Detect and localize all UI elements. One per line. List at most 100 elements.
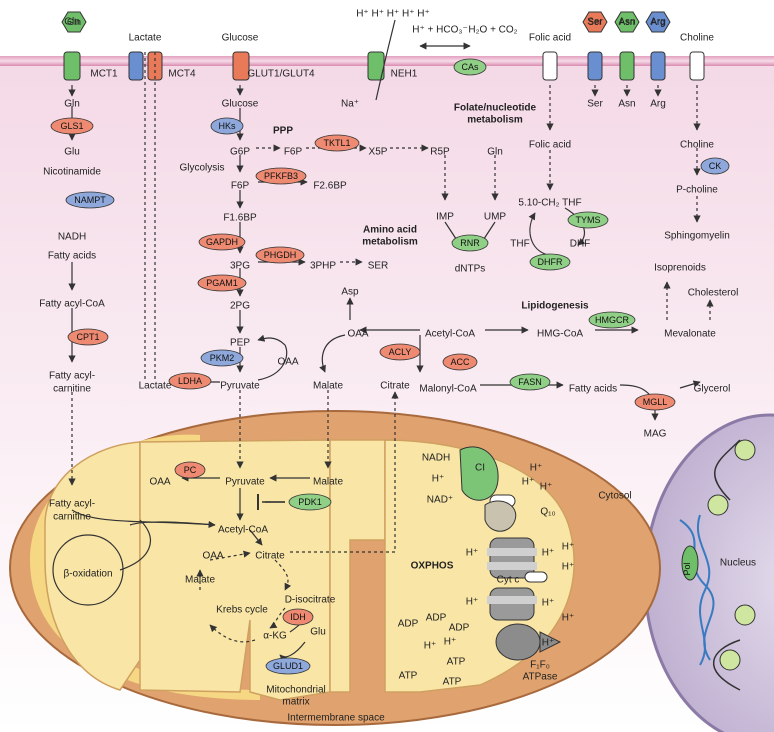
enzyme-phgdh: PHGDH xyxy=(255,246,305,264)
enzyme-nampt: NAMPT xyxy=(65,191,115,209)
label-h-hco3: H⁺ + HCO₃⁻ xyxy=(412,25,467,36)
enzyme-pkm2: PKM2 xyxy=(200,349,244,367)
label-d-isocitrate: D-isocitrate xyxy=(285,595,336,606)
label-nadh-ox: NADH xyxy=(422,453,450,464)
label-glucose: Glucose xyxy=(222,99,259,110)
label-choline-top: Choline xyxy=(680,33,714,44)
label-ser: SER xyxy=(368,261,389,272)
label-nad: NAD⁺ xyxy=(427,495,453,506)
enzyme-glud1: GLUD1 xyxy=(265,657,311,675)
label-fatty-acids: Fatty acids xyxy=(48,251,96,262)
oxphos-complexes xyxy=(459,446,562,661)
plasma-membrane xyxy=(0,56,774,66)
enzyme-pdk1: PDK1 xyxy=(288,493,332,511)
label-h-ox6: H⁺ xyxy=(542,548,555,559)
label-akg: α-KG xyxy=(263,631,287,642)
label-f26bp: F2.6BP xyxy=(313,181,347,192)
label-asp: Asp xyxy=(341,287,359,298)
label-fatty-acyl-coa: Fatty acyl-CoA xyxy=(39,299,105,310)
label-pyruvate: Pyruvate xyxy=(220,381,260,392)
enzyme-rnr-label: RNR xyxy=(460,238,480,248)
label-3php: 3PHP xyxy=(310,261,336,272)
label-p-choline: P-choline xyxy=(676,185,718,196)
hex-arg-label: Arg xyxy=(651,17,665,27)
label-amino-title-2: metabolism xyxy=(362,237,418,248)
label-h-ox11: H⁺ xyxy=(562,613,575,624)
label-glucose-top: Glucose xyxy=(222,33,259,44)
enzyme-pc-label: PC xyxy=(184,465,197,475)
label-h-ox10: H⁺ xyxy=(542,598,555,609)
label-asn-top: Asn xyxy=(618,17,635,28)
label-cholesterol: Cholesterol xyxy=(688,288,739,299)
enzyme-gapdh: GAPDH xyxy=(198,233,246,251)
enzyme-dhfr: DHFR xyxy=(529,253,571,271)
label-mag: MAG xyxy=(644,429,667,440)
label-adp3: ADP xyxy=(449,623,470,634)
label-ump: UMP xyxy=(484,212,507,223)
label-lipidogenesis: Lipidogenesis xyxy=(521,301,589,312)
label-folic-acid: Folic acid xyxy=(529,140,571,151)
label-fatty-acyl-mito: Fatty acyl- xyxy=(49,499,95,510)
enzyme-cas-label: CAs xyxy=(461,62,479,72)
enzyme-pfkfb3-label: PFKFB3 xyxy=(264,171,298,181)
label-fatty-acids-2: Fatty acids xyxy=(569,384,617,395)
pol-enzyme xyxy=(681,545,699,581)
enzyme-nampt-label: NAMPT xyxy=(74,195,106,205)
enzyme-pol-label: Pol xyxy=(682,562,692,575)
enzyme-rnr: RNR xyxy=(451,234,489,252)
enzyme-gapdh-label: GAPDH xyxy=(206,237,238,247)
enzyme-ck: CK xyxy=(700,157,730,175)
enzyme-phgdh-label: PHGDH xyxy=(264,250,297,260)
enzyme-cpt1: CPT1 xyxy=(67,328,109,346)
label-glu-mito: Glu xyxy=(310,627,326,638)
label-h-ox13: H⁺ xyxy=(444,637,457,648)
label-intermembrane: Intermembrane space xyxy=(287,713,385,724)
label-h-ox3: H⁺ xyxy=(522,477,535,488)
label-malonyl-coa: Malonyl-CoA xyxy=(419,384,477,395)
label-h-ox9: H⁺ xyxy=(466,597,479,608)
enzyme-hmgcr: HMGCR xyxy=(588,311,636,329)
label-pep: PEP xyxy=(230,338,250,349)
label-beta-ox: β-oxidation xyxy=(63,569,112,580)
label-malate-cyt: Malate xyxy=(313,381,343,392)
label-oxphos: OXPHOS xyxy=(411,561,454,572)
enzyme-cas: CAs xyxy=(453,58,487,76)
label-ci: CI xyxy=(475,463,485,474)
enzyme-pgam1: PGAM1 xyxy=(197,274,247,292)
enzyme-ldha: LDHA xyxy=(168,372,212,390)
hex-gln-label: Gln xyxy=(67,17,81,27)
label-imp: IMP xyxy=(436,212,454,223)
label-f6p-ppp: F6P xyxy=(284,147,303,158)
label-krebs: Krebs cycle xyxy=(216,605,268,616)
label-sphingomyelin: Sphingomyelin xyxy=(664,231,730,242)
label-h-ox5: H⁺ xyxy=(466,548,479,559)
label-choline: Choline xyxy=(680,140,714,151)
label-thf: THF xyxy=(510,239,529,250)
label-nadh: NADH xyxy=(58,232,86,243)
enzyme-pgam1-label: PGAM1 xyxy=(206,278,238,288)
enzyme-fasn-label: FASN xyxy=(518,377,542,387)
enzyme-pc: PC xyxy=(174,461,206,479)
label-f16bp: F1.6BP xyxy=(223,213,257,224)
label-mito-matrix-2: matrix xyxy=(282,697,309,708)
label-malate-mito: Malate xyxy=(313,477,343,488)
label-h-ions: H⁺ H⁺ H⁺ H⁺ H⁺ xyxy=(356,9,430,20)
label-q10: Q₁₀ xyxy=(540,507,555,518)
label-r5p: R5P xyxy=(430,147,450,158)
enzyme-mgll-label: MGLL xyxy=(643,397,668,407)
label-oaa-mito: OAA xyxy=(149,477,170,488)
enzyme-pfkfb3: PFKFB3 xyxy=(255,167,307,185)
label-h-ox1: H⁺ xyxy=(432,474,445,485)
label-acetyl-coa: Acetyl-CoA xyxy=(425,329,475,340)
label-nucleus-label: Nucleus xyxy=(720,558,756,569)
label-h-ox7: H⁺ xyxy=(562,542,575,553)
label-isoprenoids: Isoprenoids xyxy=(654,263,706,274)
label-citrate-mito: Citrate xyxy=(255,551,285,562)
label-arg-top: Arg xyxy=(650,17,666,28)
enzyme-ck-label: CK xyxy=(709,161,722,171)
label-atp2: ATP xyxy=(447,657,466,668)
label-lactate: Lactate xyxy=(139,381,172,392)
hex-ser-label: Ser xyxy=(588,17,602,27)
